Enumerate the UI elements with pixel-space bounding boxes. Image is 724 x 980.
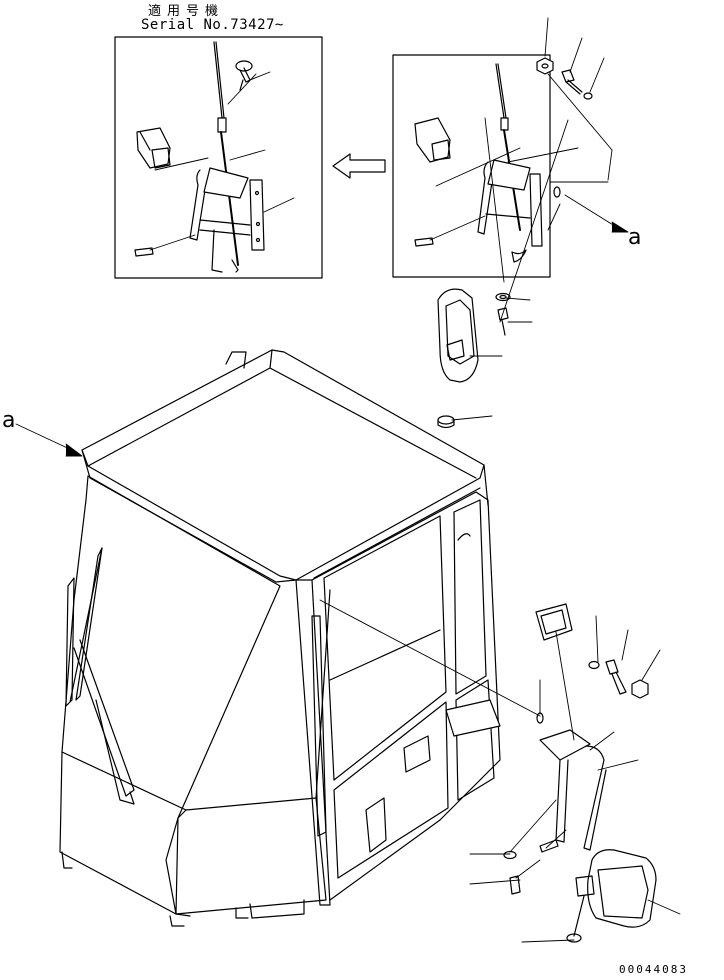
cab-front-lower <box>165 797 327 915</box>
door-window <box>323 515 447 781</box>
lamp-bracket-part-a <box>477 159 543 247</box>
bracket-side <box>445 699 607 851</box>
view-reference-a-right: a <box>628 225 643 250</box>
mirror-nut-side <box>566 933 582 943</box>
side-mirror <box>573 849 657 937</box>
pin-side <box>539 839 559 853</box>
operator-cab <box>15 349 541 927</box>
nut-side <box>631 679 649 699</box>
washer-part-a <box>495 292 511 302</box>
washer-side <box>503 660 600 860</box>
lamp-bracket-part <box>189 167 265 273</box>
cab-leader-lines <box>15 423 541 717</box>
wiper-arm <box>65 547 135 805</box>
washer-part-a2 <box>553 186 561 198</box>
drawing-number: 00044083 <box>619 963 688 976</box>
applicable-model-label: 適用号機 <box>148 4 225 19</box>
view-a-detail <box>392 17 629 429</box>
pin-part <box>134 247 154 257</box>
bolt-side <box>509 659 627 895</box>
work-lamp-part-a <box>414 117 451 163</box>
rear-window <box>453 499 487 695</box>
inset-frame-left <box>114 36 323 279</box>
work-lamp-side <box>535 603 573 641</box>
inset-frame-right <box>392 54 551 278</box>
mirror-part-a <box>437 288 479 383</box>
cab-left-wall <box>59 475 281 915</box>
cab-roof <box>81 349 485 583</box>
inset-new-serial <box>114 36 323 279</box>
side-mirror-assembly <box>445 603 681 943</box>
work-lamp-part <box>136 127 171 169</box>
mirror-nut-a <box>437 415 455 429</box>
serial-number-label: Serial No.73427~ <box>141 17 284 33</box>
bolt-part-a <box>497 307 509 336</box>
pin-part-a <box>414 237 434 247</box>
door-handle <box>365 797 387 853</box>
inset-leader-lines <box>149 71 295 251</box>
side-leader-lines <box>469 615 681 943</box>
antenna-part <box>213 41 239 273</box>
grab-handle <box>311 615 327 837</box>
cab-door-frame <box>295 579 331 906</box>
hardware-stack-top <box>536 57 593 100</box>
bolt-part <box>235 60 253 91</box>
view-a-leaders <box>429 17 629 421</box>
view-reference-a-left: a <box>2 408 17 433</box>
variant-arrow <box>332 153 386 179</box>
